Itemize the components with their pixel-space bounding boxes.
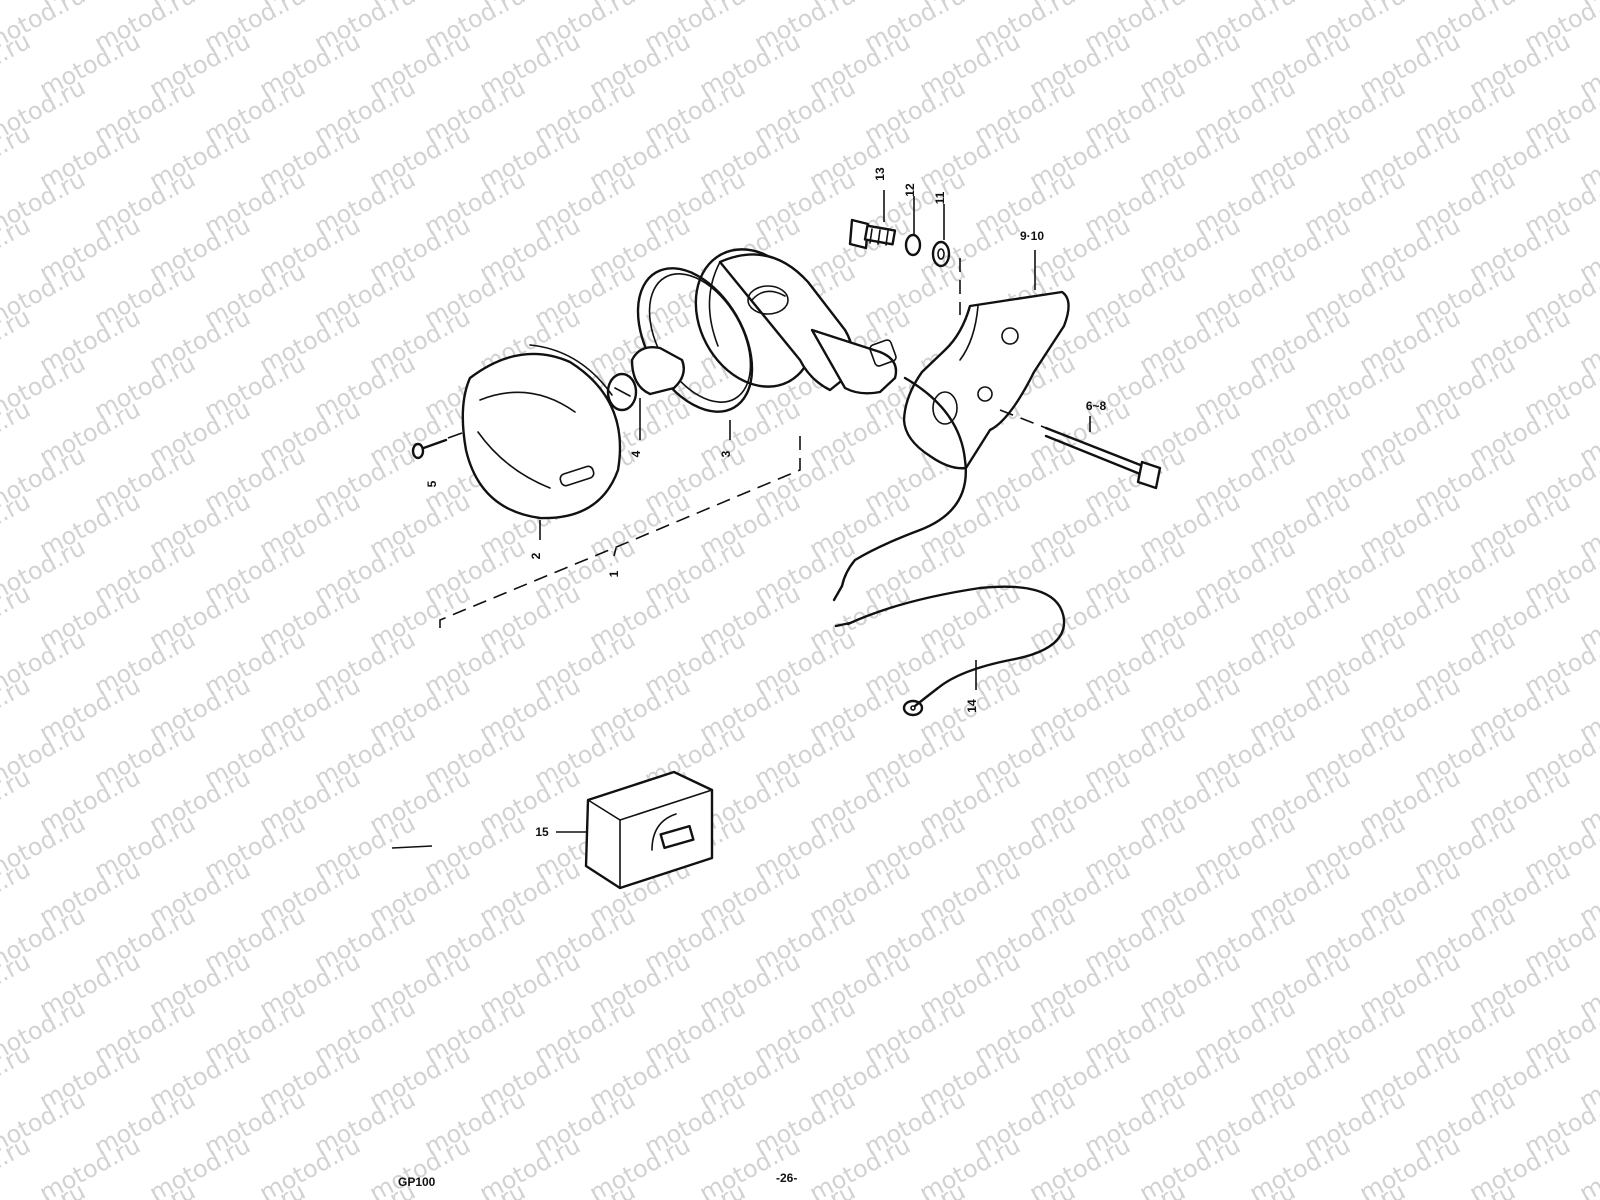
- label-part-4: 4: [629, 450, 643, 457]
- watermark-text: motod.ru: [0, 395, 35, 471]
- watermark-text: motod.ru: [0, 119, 35, 195]
- watermark-text: motod.ru: [860, 1177, 970, 1200]
- watermark-text: motod.ru: [0, 27, 35, 103]
- lens-screw: [411, 432, 463, 460]
- label-part-2: 2: [529, 552, 543, 559]
- label-part-13: 13: [873, 167, 887, 181]
- flasher-relay: [584, 770, 714, 890]
- label-part-6-8: 6~8: [1086, 399, 1107, 413]
- long-bolt: [999, 409, 1162, 490]
- washer-12: [904, 233, 922, 257]
- watermark-text: motod.ru: [640, 1177, 750, 1200]
- washer-11: [931, 240, 951, 268]
- watermark-text: motod.ru: [90, 1177, 200, 1200]
- watermark-text: motod.ru: [1080, 1177, 1190, 1200]
- lamp-wire: [840, 376, 968, 588]
- label-part-3: 3: [719, 450, 733, 457]
- label-part-11: 11: [933, 191, 947, 204]
- watermark-text: motod.ru: [530, 1177, 640, 1200]
- turn-signal-drawing: 1 2 3 4 5 6~8 9·10 11 12 13 14 15 GP100 …: [391, 167, 1162, 1189]
- watermark-text: motod.ru: [1190, 1177, 1300, 1200]
- label-part-5: 5: [425, 480, 439, 487]
- watermark-text: motod.ru: [0, 487, 35, 563]
- label-part-14: 14: [965, 699, 979, 713]
- watermark-text: motod.ru: [200, 1177, 310, 1200]
- watermark-text: motod.ru: [0, 763, 35, 839]
- label-part-1: 1: [607, 570, 621, 577]
- watermark-text: motod.ru: [0, 947, 35, 1023]
- page-number: -26-: [776, 1171, 797, 1185]
- wire-harness: [834, 585, 1066, 717]
- watermark-text: motod.ru: [0, 1039, 35, 1115]
- model-code: GP100: [398, 1175, 436, 1189]
- housing: [694, 248, 898, 395]
- watermark-text: motod.ru: [0, 211, 35, 287]
- watermark-text: motod.ru: [750, 1177, 860, 1200]
- watermark-text: motod.ru: [1410, 1177, 1520, 1200]
- watermark-text: motod.ru: [1300, 1177, 1410, 1200]
- label-part-9-10: 9·10: [1020, 229, 1044, 243]
- mounting-bracket: [902, 290, 1070, 470]
- watermark-text: motod.ru: [1575, 0, 1600, 11]
- label-part-12: 12: [903, 183, 917, 197]
- watermark-text: motod.ru: [970, 1177, 1080, 1200]
- assembly-bracket-line: [439, 432, 801, 628]
- watermark-text: motod.ru: [0, 855, 35, 931]
- bulb: [606, 346, 685, 412]
- watermark-text: motod.ru: [0, 303, 35, 379]
- watermark-text: motod.ru: [0, 579, 35, 655]
- label-part-15: 15: [535, 825, 549, 839]
- watermark-text: motod.ru: [420, 1177, 530, 1200]
- watermark-text: motod.ru: [0, 671, 35, 747]
- bolt-13: [848, 218, 897, 250]
- lens: [461, 344, 622, 520]
